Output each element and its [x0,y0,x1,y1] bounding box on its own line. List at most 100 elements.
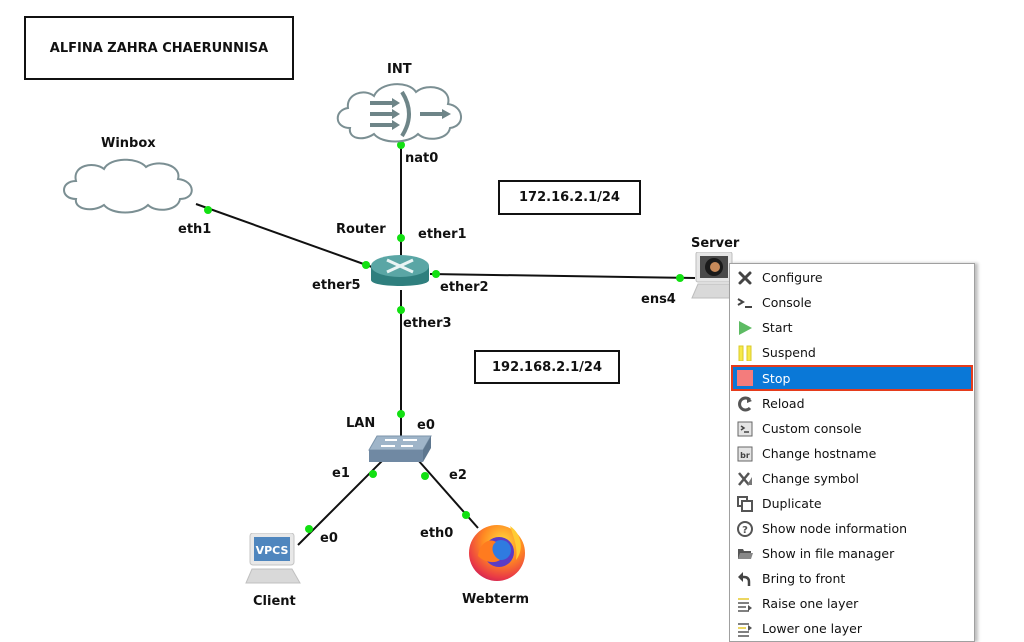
menu-item-label: Bring to front [762,571,846,586]
menu-item-label: Duplicate [762,496,822,511]
duplicate-icon [737,495,753,512]
node-router[interactable] [369,252,431,294]
menu-item-label: Show node information [762,521,908,536]
port-label-eth0: eth0 [420,526,454,541]
cloud-icon [63,158,193,214]
port-status-lan-e2 [421,472,429,480]
menu-item-lower-one-layer[interactable]: Lower one layer [731,616,973,641]
stop-icon [737,370,753,386]
lower-layer-icon [737,621,753,637]
ethernet-switch-icon [368,435,432,462]
menu-item-label: Reload [762,396,805,411]
menu-item-label: Change symbol [762,471,859,486]
port-status-ether2 [432,270,440,278]
menu-item-label: Lower one layer [762,621,863,636]
wrench-screwdriver-icon [737,270,753,286]
port-status-client-e0 [305,525,313,533]
menu-item-stop[interactable]: Stop [731,365,973,391]
vpcs-screen-text: VPCS [256,544,289,557]
change-hostname-icon: br [737,446,753,462]
port-status-eth1 [204,206,212,214]
menu-item-suspend[interactable]: Suspend [731,340,973,365]
menu-item-duplicate[interactable]: Duplicate [731,491,973,516]
link-winbox-router[interactable] [195,203,373,268]
subnet-note-lan[interactable]: 192.168.2.1/24 [474,350,620,384]
reload-icon [737,396,753,412]
port-label-ether5: ether5 [312,278,361,293]
port-label-lan-e0: e0 [417,418,435,433]
node-webterm[interactable] [466,520,528,582]
port-status-lan-e1 [369,470,377,478]
custom-console-icon [737,421,753,437]
menu-item-label: Stop [762,370,791,386]
port-label-lan-e1: e1 [332,466,350,481]
port-label-lan-e2: e2 [449,468,467,483]
menu-item-custom-console[interactable]: Custom console [731,416,973,441]
node-label-int[interactable]: INT [387,62,412,77]
bring-to-front-icon [737,571,753,587]
folder-icon [737,546,753,562]
port-status-ether3 [397,306,405,314]
menu-item-show-node-information[interactable]: ? Show node information [731,516,973,541]
port-status-nat0 [397,141,405,149]
port-status-lan-e0 [397,410,405,418]
port-label-nat0: nat0 [405,151,439,166]
nat-cloud-icon [336,83,462,143]
link-lan-webterm[interactable] [417,459,479,529]
port-label-ens4: ens4 [641,292,676,307]
menu-item-configure[interactable]: Configure [731,265,973,290]
node-server[interactable] [690,251,735,300]
node-label-router[interactable]: Router [336,222,386,237]
svg-text:?: ? [742,525,748,536]
port-status-eth0 [462,511,470,519]
menu-item-label: Suspend [762,345,816,360]
change-symbol-icon [737,471,753,487]
node-client[interactable]: VPCS [244,532,306,585]
node-label-server[interactable]: Server [691,236,740,251]
info-icon: ? [737,520,753,537]
menu-item-label: Raise one layer [762,596,859,611]
menu-item-console[interactable]: Console [731,290,973,315]
subnet-note-wan[interactable]: 172.16.2.1/24 [498,180,641,215]
raise-layer-icon [737,596,753,612]
port-label-client-e0: e0 [320,531,338,546]
firefox-webterm-icon [469,525,525,581]
port-label-ether1: ether1 [418,227,467,242]
menu-item-label: Custom console [762,421,862,436]
node-label-winbox[interactable]: Winbox [101,136,156,151]
pause-icon [737,345,753,361]
port-status-ens4 [676,274,684,282]
port-status-ether5 [362,261,370,269]
node-label-webterm[interactable]: Webterm [462,592,529,607]
menu-item-label: Console [762,295,812,310]
port-status-ether1 [397,234,405,242]
node-winbox[interactable] [58,155,202,215]
menu-item-reload[interactable]: Reload [731,391,973,416]
menu-item-label: Configure [762,270,823,285]
qemu-server-icon [691,251,735,299]
menu-item-start[interactable]: Start [731,315,973,340]
link-router-server[interactable] [429,273,696,279]
node-label-lan[interactable]: LAN [346,416,376,431]
node-lan[interactable] [367,434,433,464]
menu-item-change-symbol[interactable]: Change symbol [731,466,973,491]
menu-item-label: Show in file manager [762,546,895,561]
svg-text:br: br [740,451,750,460]
menu-item-change-hostname[interactable]: br Change hostname [731,441,973,466]
title-note[interactable]: ALFINA ZAHRA CHAERUNNISA [24,16,294,80]
port-label-ether3: ether3 [403,316,452,331]
node-label-client[interactable]: Client [253,594,296,609]
node-int[interactable] [330,78,472,144]
terminal-prompt-icon [737,295,753,311]
router-icon [371,255,429,286]
port-label-ether2: ether2 [440,280,489,295]
menu-item-label: Change hostname [762,446,877,461]
menu-item-raise-one-layer[interactable]: Raise one layer [731,591,973,616]
menu-item-show-in-file-manager[interactable]: Show in file manager [731,541,973,566]
play-icon [737,320,753,336]
menu-item-label: Start [762,320,793,335]
menu-item-bring-to-front[interactable]: Bring to front [731,566,973,591]
vpcs-icon: VPCS [245,532,301,584]
